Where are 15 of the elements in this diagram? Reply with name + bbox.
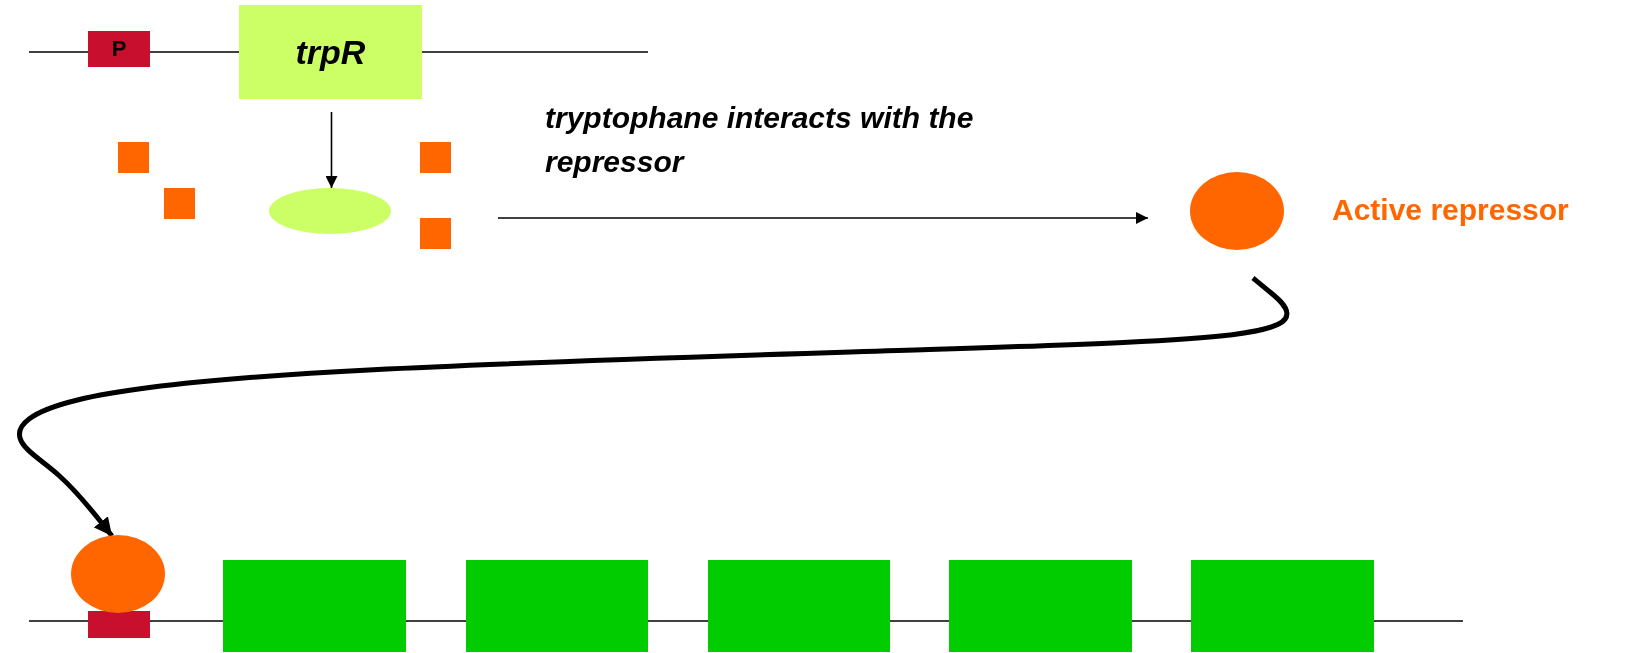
gene-box — [1191, 560, 1374, 652]
gene-box — [466, 560, 648, 652]
gene-box — [223, 560, 406, 652]
gene-box — [949, 560, 1132, 652]
promoter-box — [88, 31, 150, 67]
promoter-box — [88, 611, 150, 638]
gene-name: trpR — [295, 32, 366, 72]
arrow — [325, 111, 338, 189]
gene-box — [239, 5, 422, 99]
gene-box — [708, 560, 890, 652]
arrow — [17, 276, 1290, 538]
arrow — [497, 212, 1149, 224]
edge-label: tryptophane interacts with the repressor — [545, 100, 975, 180]
state-label: Active repressor — [1332, 193, 1569, 227]
promoter-label: P — [111, 36, 127, 62]
